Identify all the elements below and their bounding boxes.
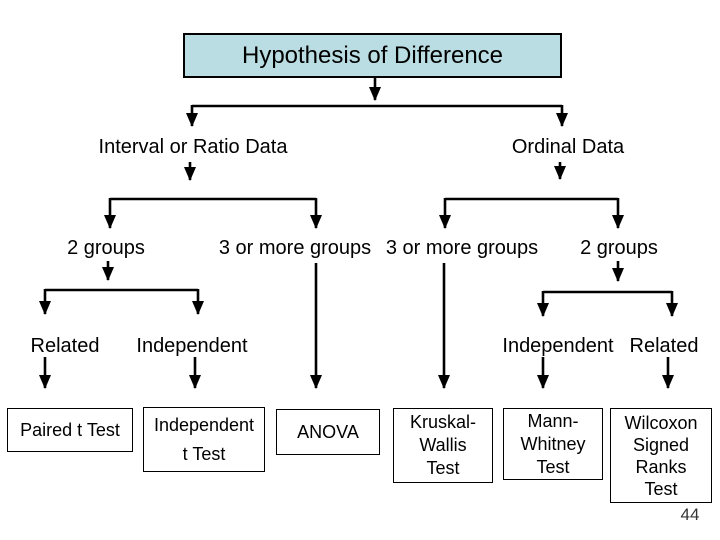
node-2-groups-interval: 2 groups — [67, 237, 145, 259]
node-hypothesis-of-difference: Hypothesis of Difference — [183, 33, 562, 78]
node-wilcoxon-signed-ranks-test: Wilcoxon Signed Ranks Test — [610, 408, 712, 503]
connector-arrows-to-tests — [39, 263, 674, 389]
node-related-ordinal: Related — [629, 335, 699, 357]
connector-interval-branch — [104, 162, 322, 229]
node-3-or-more-groups-interval: 3 or more groups — [218, 237, 372, 259]
node-ordinal-data: Ordinal Data — [511, 136, 625, 158]
connector-title-to-level1 — [186, 78, 568, 127]
node-independent-interval: Independent — [136, 335, 248, 357]
node-anova: ANOVA — [276, 409, 380, 455]
node-mann-whitney-test: Mann- Whitney Test — [503, 408, 603, 480]
connector-interval-2groups-branch — [39, 261, 204, 315]
node-3-or-more-groups-ordinal: 3 or more groups — [385, 237, 539, 259]
node-independent-t-test: Independent t Test — [143, 407, 265, 472]
node-kruskal-wallis-test: Kruskal- Wallis Test — [393, 408, 493, 483]
node-interval-or-ratio-data: Interval or Ratio Data — [98, 136, 288, 158]
node-paired-t-test: Paired t Test — [7, 408, 133, 452]
node-2-groups-ordinal: 2 groups — [580, 237, 658, 259]
connector-ordinal-2groups-branch — [537, 261, 678, 317]
node-independent-ordinal: Independent — [502, 335, 614, 357]
page-number: 44 — [680, 505, 700, 524]
connector-ordinal-branch — [439, 162, 624, 229]
title-text: Hypothesis of Difference — [241, 41, 504, 69]
node-related-interval: Related — [30, 335, 100, 357]
